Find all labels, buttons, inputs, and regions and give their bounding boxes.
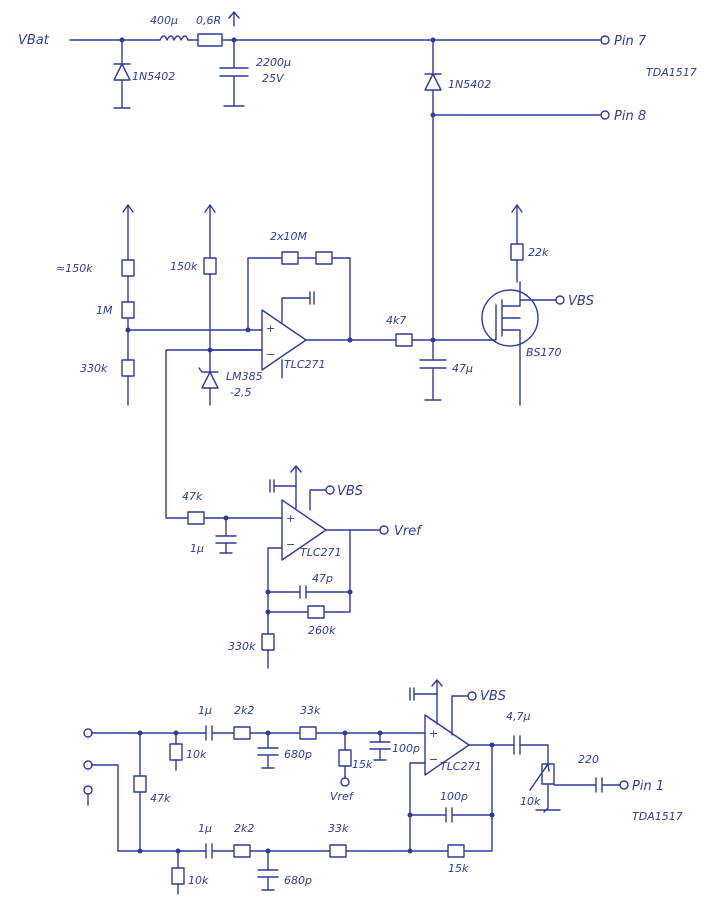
mosfet-label: BS170 (526, 346, 562, 359)
top-pulldown-10k (169, 743, 183, 761)
r-ref-label: 150k (170, 260, 198, 273)
r1-label: 2k2 (234, 704, 254, 717)
c-fb-label-2: 100p (440, 790, 468, 803)
svg-text:−: − (429, 753, 438, 766)
r-in-label: 47k (182, 490, 203, 503)
r3-label: 2k2 (234, 822, 254, 835)
gate-r-label: 4k7 (386, 314, 406, 327)
pin8-label: Pin 8 (614, 109, 646, 124)
r-in-label-2: 47k (150, 792, 171, 805)
ref-resistor-15k (338, 749, 352, 767)
shunt-resistor (197, 33, 223, 47)
ref-r-150k (203, 257, 217, 275)
top-r-33k (299, 726, 317, 740)
c-sh1-label: 680p (284, 748, 312, 761)
input-resistor-47k (187, 511, 205, 525)
drain-r-label: 22k (528, 246, 549, 259)
vbat-label: VBat (18, 33, 50, 48)
r-top-label: ≈150k (56, 262, 93, 275)
fb-resistor-260k (307, 605, 325, 619)
pin8-terminal (600, 110, 610, 120)
pin7-terminal (600, 35, 610, 45)
chip-label-bottom: TDA1517 (632, 810, 683, 823)
drain-resistor (510, 243, 524, 261)
r-bot-label: 330k (80, 362, 108, 375)
chip-label-top: TDA1517 (646, 66, 697, 79)
feedback-r2 (315, 251, 333, 265)
input-opamp (424, 714, 470, 776)
vref-label: Vref (394, 524, 423, 539)
bulk-capacitor (219, 11, 249, 107)
r-pd2-label: 10k (188, 874, 209, 887)
divider-r-top (121, 259, 135, 277)
svg-text:−: − (266, 348, 275, 361)
shunt-label: 0,6R (196, 14, 221, 27)
r-fb-label-2: 15k (448, 862, 469, 875)
zener-v-label: -2,5 (230, 386, 251, 399)
c-in-label: 1μ (190, 542, 204, 555)
feedback-r1 (281, 251, 299, 265)
cap-label: 2200μ (256, 56, 291, 69)
r-out-label: 220 (578, 753, 599, 766)
vref-opamp (281, 499, 327, 561)
r-fb-label: 260k (308, 624, 336, 637)
c-fb-label: 47p (312, 572, 333, 585)
feedback-label: 2x10M (270, 230, 308, 243)
input-amp-section: + − 1μ 2k2 33k VBS 4,7μ (83, 679, 683, 895)
pin1-label: Pin 1 (632, 779, 664, 794)
r-gnd-label: 330k (228, 640, 256, 653)
opamp-label-2: TLC271 (300, 546, 342, 559)
pin7-label: Pin 7 (614, 34, 647, 49)
gnd-resistor-330k (261, 633, 275, 651)
mosfet-body (481, 289, 539, 347)
vref-section: + − 47k 1μ VBS TLC271 Vref 47p 260k 330k (165, 349, 423, 669)
c1-label: 1μ (198, 704, 212, 717)
zener-diode (198, 367, 219, 389)
fb-resistor-15k (447, 844, 465, 858)
vbs-label-2: VBS (337, 484, 363, 499)
gate-resistor (395, 333, 413, 347)
top-r-2k2 (233, 726, 251, 740)
input-resistor-47k-b (133, 775, 147, 793)
divider-r-mid (121, 301, 135, 319)
opamp-label-3: TLC271 (440, 760, 482, 773)
svg-text:+: + (286, 512, 295, 525)
bottom-r-33k (329, 844, 347, 858)
svg-text:+: + (429, 727, 438, 740)
svg-text:+: + (266, 322, 275, 335)
diode1-label: 1N5402 (132, 70, 175, 83)
r-ref-label-2: 15k (352, 758, 373, 771)
divider-r-bot (121, 359, 135, 377)
diode-1N5402-ground (113, 39, 131, 109)
pot-label: 10k (520, 795, 541, 808)
opamp-label: TLC271 (284, 358, 326, 371)
vbs-label-3: VBS (480, 689, 506, 704)
bottom-r-2k2 (233, 844, 251, 858)
comparator-section: + − ≈150k 1M 330k 150k 2x10M LM385 -2,5 … (56, 114, 594, 406)
r2-label: 33k (300, 704, 321, 717)
r-mid-label: 1M (96, 304, 113, 317)
c-in-label-2: 100p (392, 742, 420, 755)
inductor-label: 400μ (150, 14, 178, 27)
gate-c-label: 47μ (452, 362, 473, 375)
c-sh2-label: 680p (284, 874, 312, 887)
power-supply-section: VBat 400μ 0,6R 1N5402 2200μ 25V 1N5402 P… (18, 11, 697, 124)
cap-voltage-label: 25V (262, 72, 285, 85)
zener-label: LM385 (226, 370, 263, 383)
vref-label-2: Vref (330, 790, 355, 803)
diode2-label: 1N5402 (448, 78, 491, 91)
r-pd1-label: 10k (186, 748, 207, 761)
c-out-label: 4,7μ (506, 710, 531, 723)
svg-text:−: − (286, 538, 295, 551)
comparator-opamp (261, 309, 307, 371)
c2-label: 1μ (198, 822, 212, 835)
vbs-label: VBS (568, 294, 594, 309)
bottom-pulldown-10k (171, 867, 185, 885)
r4-label: 33k (328, 822, 349, 835)
inductor (159, 35, 189, 41)
